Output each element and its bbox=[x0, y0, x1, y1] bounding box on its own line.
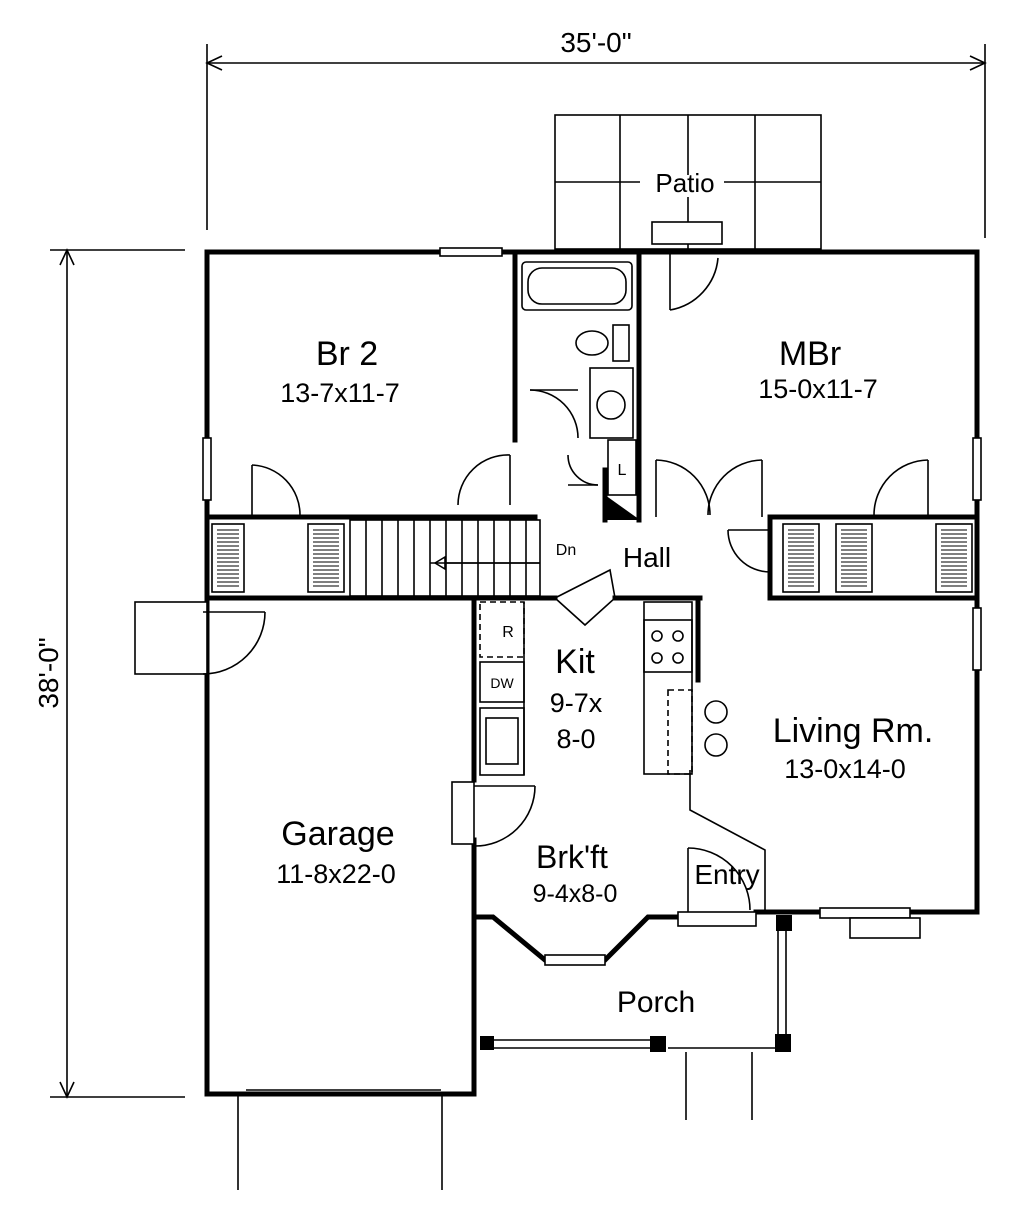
garage-size: 11-8x22-0 bbox=[276, 859, 396, 889]
interior-walls bbox=[204, 249, 980, 920]
kit-name: Kit bbox=[555, 643, 595, 681]
stair-direction-label: Dn bbox=[556, 542, 576, 559]
depth-dimension bbox=[50, 248, 185, 1099]
garage-name: Garage bbox=[281, 815, 394, 853]
stair bbox=[349, 519, 541, 597]
driveway bbox=[237, 1089, 443, 1190]
living-size: 13-0x14-0 bbox=[784, 754, 906, 784]
entry-name: Entry bbox=[694, 859, 759, 890]
doors bbox=[134, 252, 929, 927]
bath-fixtures bbox=[521, 261, 634, 439]
linen-closet bbox=[607, 439, 637, 496]
porch bbox=[480, 915, 792, 1120]
br2-name: Br 2 bbox=[316, 335, 378, 373]
closets bbox=[211, 523, 973, 593]
br2-size: 13-7x11-7 bbox=[280, 378, 400, 408]
closet-shelf bbox=[935, 523, 973, 593]
windows bbox=[202, 247, 982, 966]
linen-label: L bbox=[618, 462, 627, 479]
kitchen-fixtures bbox=[479, 601, 728, 776]
closet-shelf bbox=[307, 523, 345, 593]
dishwasher-label: DW bbox=[490, 675, 514, 691]
porch-name: Porch bbox=[617, 986, 695, 1019]
width-dimension-label: 35'-0" bbox=[560, 27, 631, 58]
hall-name: Hall bbox=[623, 542, 671, 573]
brkft-name: Brk'ft bbox=[536, 839, 608, 875]
closet-shelf bbox=[835, 523, 873, 593]
mbr-size: 15-0x11-7 bbox=[758, 374, 878, 404]
living-name: Living Rm. bbox=[773, 712, 934, 750]
mbr-name: MBr bbox=[779, 335, 841, 373]
patio-label: Patio bbox=[655, 168, 714, 198]
brkft-size: 9-4x8-0 bbox=[533, 880, 618, 908]
depth-dimension-label: 38'-0" bbox=[33, 637, 64, 708]
kit-size-line2: 8-0 bbox=[556, 724, 595, 754]
refrigerator-label: R bbox=[502, 624, 514, 641]
closet-shelf bbox=[211, 523, 245, 593]
closet-shelf bbox=[782, 523, 820, 593]
patio-label-backdrop bbox=[640, 175, 724, 197]
patio-step bbox=[651, 221, 723, 245]
width-dimension bbox=[205, 44, 987, 238]
kit-size-line1: 9-7x bbox=[550, 688, 603, 718]
chase bbox=[605, 495, 640, 520]
